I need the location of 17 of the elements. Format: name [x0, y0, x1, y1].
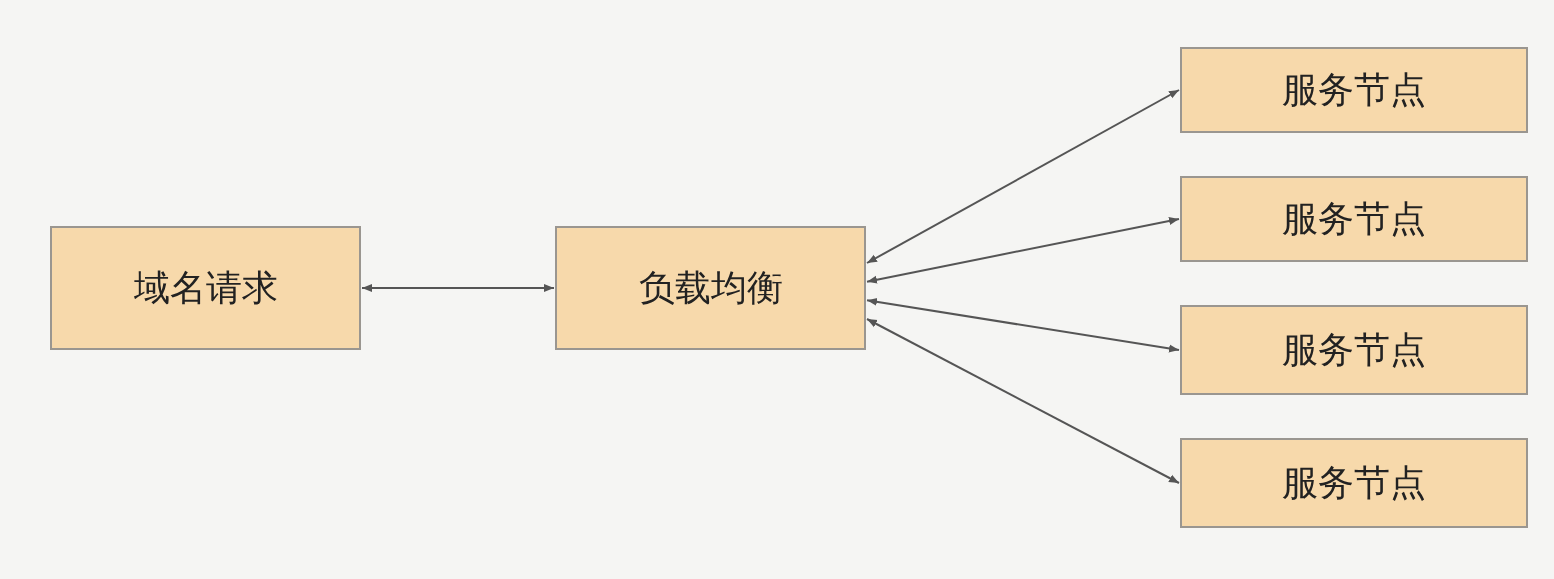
- process-box: [1180, 305, 1528, 395]
- arrow: [361, 284, 555, 292]
- box-label: 域名请求: [133, 265, 278, 310]
- arrow: [866, 318, 1180, 484]
- arrow: [866, 217, 1180, 284]
- process-box: [1180, 438, 1528, 528]
- process-box: [555, 226, 866, 350]
- box-label: 服务节点: [1282, 327, 1426, 372]
- process-box: [1180, 47, 1528, 133]
- box-label: 服务节点: [1282, 67, 1426, 112]
- arrow: [866, 297, 1180, 353]
- process-box: [1180, 176, 1528, 262]
- box-label: 服务节点: [1282, 196, 1426, 241]
- box-label: 负载均衡: [638, 265, 783, 310]
- arrow: [866, 89, 1180, 264]
- box-label: 服务节点: [1282, 460, 1426, 505]
- process-box: [50, 226, 361, 350]
